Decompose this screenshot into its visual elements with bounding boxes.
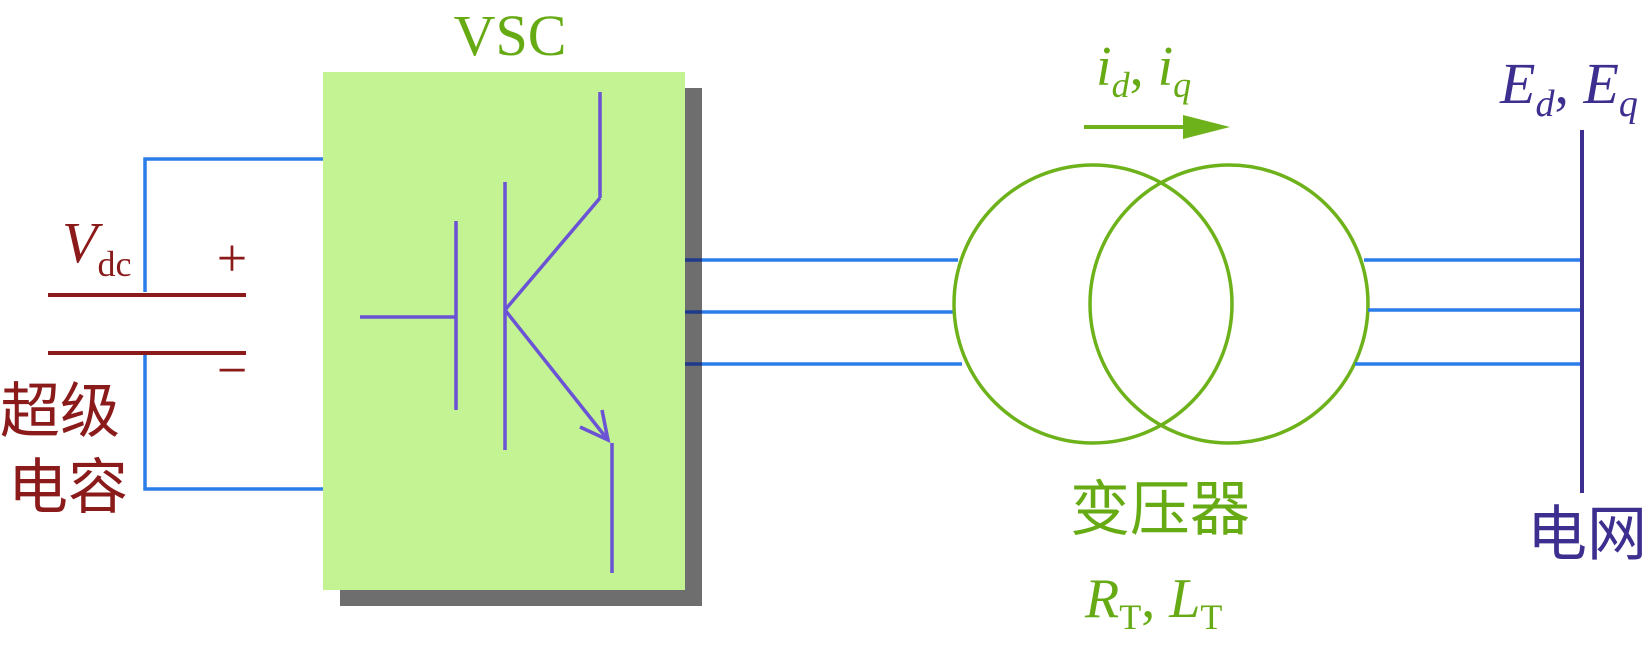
dc-wires — [143, 157, 323, 491]
ac-wires-left — [685, 258, 962, 366]
plus-sign: + — [217, 228, 247, 288]
current-arrow — [1084, 115, 1230, 139]
vsc-label: VSC — [454, 3, 567, 68]
ac-wires-right — [1355, 258, 1582, 366]
grid-name-label: 电网 — [1527, 500, 1647, 570]
vdc-label: Vdc — [62, 210, 131, 284]
grid-voltage-label: Ed, Eq — [1499, 51, 1638, 125]
current-label: id, iq — [1096, 36, 1191, 105]
minus-sign: − — [217, 340, 247, 400]
transformer-symbol — [952, 163, 1370, 445]
supercapacitor-label-line1: 超级 — [0, 377, 120, 447]
transformer-params-label: RT, LT — [1084, 568, 1222, 637]
igbt-symbol — [360, 92, 614, 573]
supercapacitor-symbol — [48, 293, 246, 355]
supercapacitor-label-line2: 电容 — [8, 453, 128, 523]
transformer-name-label: 变压器 — [1070, 475, 1250, 545]
